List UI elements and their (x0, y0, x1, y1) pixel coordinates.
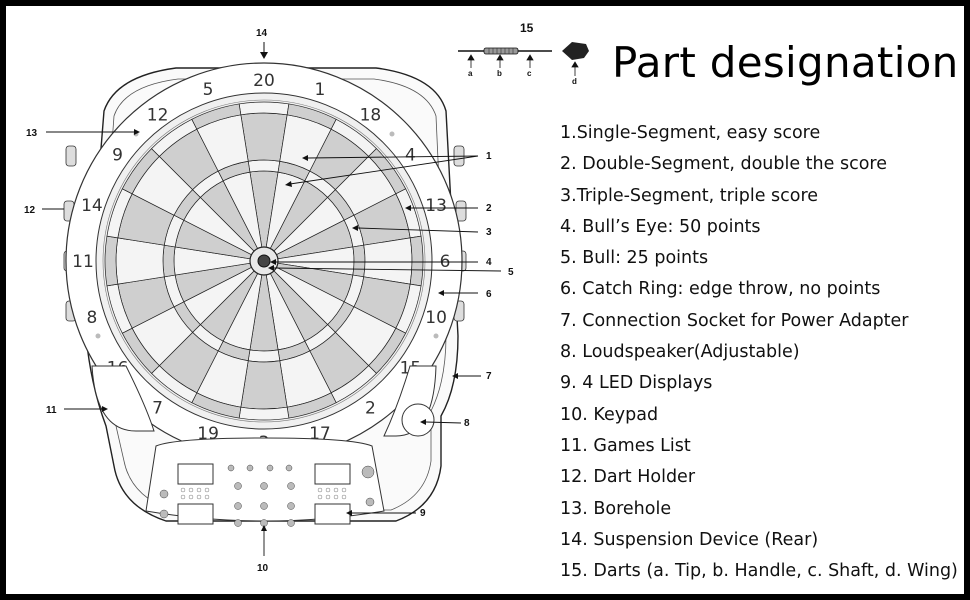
legend-item-8: 8. Loudspeaker(Adjustable) (560, 342, 800, 363)
board-number: 9 (112, 146, 123, 166)
legend-item-10: 10. Keypad (560, 404, 659, 425)
legend-item-3: 3.Triple-Segment, triple score (560, 185, 819, 206)
callout-11: 11 (46, 405, 57, 416)
control-panel (145, 437, 385, 522)
board-number: 20 (253, 71, 275, 91)
segment-double (238, 101, 290, 116)
figure-frame: 2011841361015217319716811149125 (6, 6, 964, 594)
page-title: Part designation (612, 38, 959, 87)
dart-wing (562, 42, 589, 60)
board-number: 8 (86, 308, 97, 328)
segment-triple (162, 244, 176, 278)
legend-item-1: 1.Single-Segment, easy score (560, 123, 821, 143)
dart-part-arrows (467, 54, 579, 76)
segment-single-outer (240, 360, 288, 410)
segment-single-outer (240, 112, 288, 162)
catch-ring-inner-edge (102, 99, 426, 423)
legend-item-2: 2. Double-Segment, double the score (560, 154, 887, 175)
loudspeaker (401, 403, 435, 437)
bulls-eye (257, 254, 271, 268)
led-display-4 (314, 503, 351, 525)
segment-triple (352, 244, 366, 278)
legend-item-13: 13. Borehole (560, 498, 672, 519)
dart-label-a: a (468, 69, 473, 78)
segment-single-outer (115, 237, 165, 285)
callout-3: 3 (486, 227, 492, 238)
callout-5: 5 (508, 267, 514, 278)
callout-7: 7 (486, 371, 492, 382)
borehole-bottom-right (433, 333, 439, 339)
suspension-arrowhead (260, 52, 268, 59)
led-display-2 (314, 463, 351, 485)
callout-14: 14 (256, 28, 268, 39)
callout-9: 9 (420, 508, 426, 519)
dart-label-d: d (572, 77, 577, 86)
legend-item-5: 5. Bull: 25 points (560, 248, 709, 269)
legend-item-14: 14. Suspension Device (Rear) (560, 529, 819, 550)
dartboard-segments (104, 101, 424, 421)
dart-illustration (458, 42, 589, 60)
legend-item-15: 15. Darts (a. Tip, b. Handle, c. Shaft, … (560, 561, 958, 582)
borehole-bottom-left (95, 333, 101, 339)
led-player-indicators (180, 487, 347, 500)
callout-4: 4 (486, 257, 492, 268)
callout-2: 2 (486, 203, 492, 214)
segment-double (191, 103, 242, 130)
part-legend: 1.Single-Segment, easy score 2. Double-S… (560, 118, 958, 587)
legend-item-11: 11. Games List (560, 435, 691, 456)
board-number: 4 (405, 146, 416, 166)
legend-item-7: 7. Connection Socket for Power Adapter (560, 310, 909, 331)
board-number: 14 (81, 196, 103, 216)
dart-label-b: b (497, 69, 502, 78)
callout-13: 13 (26, 128, 38, 139)
legend-item-6: 6. Catch Ring: edge throw, no points (560, 279, 881, 300)
board-number: 10 (425, 308, 447, 328)
board-number: 12 (147, 106, 169, 126)
dart-label-c: c (527, 69, 532, 78)
callout-12: 12 (24, 205, 36, 216)
segment-double (238, 406, 290, 421)
dartboard-diagram: 2011841361015217319716811149125 (24, 21, 589, 574)
led-display-3 (177, 503, 214, 525)
board-number: 1 (314, 80, 325, 100)
callout-15: 15 (520, 21, 534, 35)
segment-triple (247, 349, 281, 363)
segment-single-outer (363, 237, 413, 285)
led-displays (177, 463, 351, 525)
games-list-panel (91, 365, 155, 432)
board-number: 18 (360, 106, 382, 126)
borehole-top-right (389, 131, 395, 137)
legend-item-4: 4. Bull’s Eye: 50 points (560, 216, 761, 237)
callout-8: 8 (464, 418, 470, 429)
callout-10: 10 (257, 563, 269, 574)
segment-double (409, 235, 424, 287)
led-display-1 (177, 463, 214, 485)
callout-1: 1 (486, 151, 492, 162)
board-number: 13 (425, 196, 447, 216)
segment-triple (247, 159, 281, 173)
legend-item-9: 9. 4 LED Displays (560, 373, 713, 394)
keypad (159, 464, 375, 527)
board-number: 7 (152, 398, 163, 418)
segment-double (104, 235, 119, 287)
callout-6: 6 (486, 289, 492, 300)
board-number: 2 (365, 398, 376, 418)
leader-arrowheads (102, 129, 458, 531)
board-number: 5 (203, 80, 214, 100)
board-number: 11 (72, 252, 94, 272)
legend-item-12: 12. Dart Holder (560, 467, 696, 488)
